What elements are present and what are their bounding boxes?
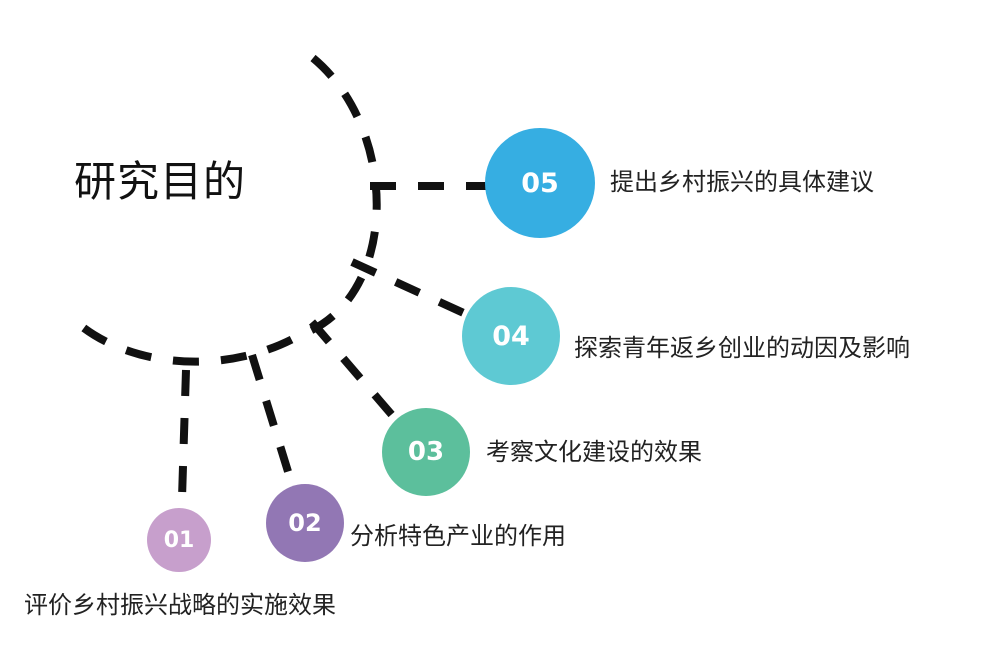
item-01-circle: 01 <box>147 508 211 572</box>
item-05-number: 05 <box>521 167 559 199</box>
connector-line-03 <box>308 319 396 418</box>
connector-line-02 <box>248 353 294 480</box>
item-04-number: 04 <box>492 320 530 352</box>
item-04-circle: 04 <box>462 287 560 385</box>
item-02-label: 分析特色产业的作用 <box>350 522 566 550</box>
item-03-number: 03 <box>407 437 445 467</box>
item-03-label: 考察文化建设的效果 <box>486 438 702 466</box>
connector-line-01 <box>178 369 190 499</box>
main-arc-line <box>71 54 381 366</box>
item-05-label: 提出乡村振兴的具体建议 <box>610 168 874 196</box>
item-01-label: 评价乡村振兴战略的实施效果 <box>24 591 336 619</box>
item-01-number: 01 <box>163 527 195 553</box>
item-02-number: 02 <box>288 509 322 537</box>
item-05-circle: 05 <box>485 128 595 238</box>
page-title: 研究目的 <box>74 157 247 206</box>
item-04-label: 探索青年返乡创业的动因及影响 <box>574 334 910 362</box>
item-03-circle: 03 <box>382 408 470 496</box>
item-02-circle: 02 <box>266 484 344 562</box>
connector-line-04 <box>350 258 470 319</box>
